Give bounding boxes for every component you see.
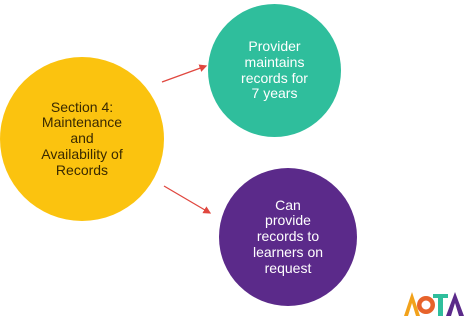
arrow-to-bottom [163, 185, 212, 214]
availability-node-label: Can provide records to learners on reque… [252, 196, 324, 276]
retention-node-label: Provider maintains records for 7 years [241, 38, 308, 102]
aota-logo [404, 292, 464, 316]
retention-node-circle: Provider maintains records for 7 years [208, 4, 341, 137]
main-node-circle: Section 4: Maintenance and Availability … [0, 57, 164, 221]
main-node-label: Section 4: Maintenance and Availability … [41, 98, 123, 178]
availability-node-circle: Can provide records to learners on reque… [219, 168, 357, 306]
arrow-to-top [161, 64, 208, 83]
